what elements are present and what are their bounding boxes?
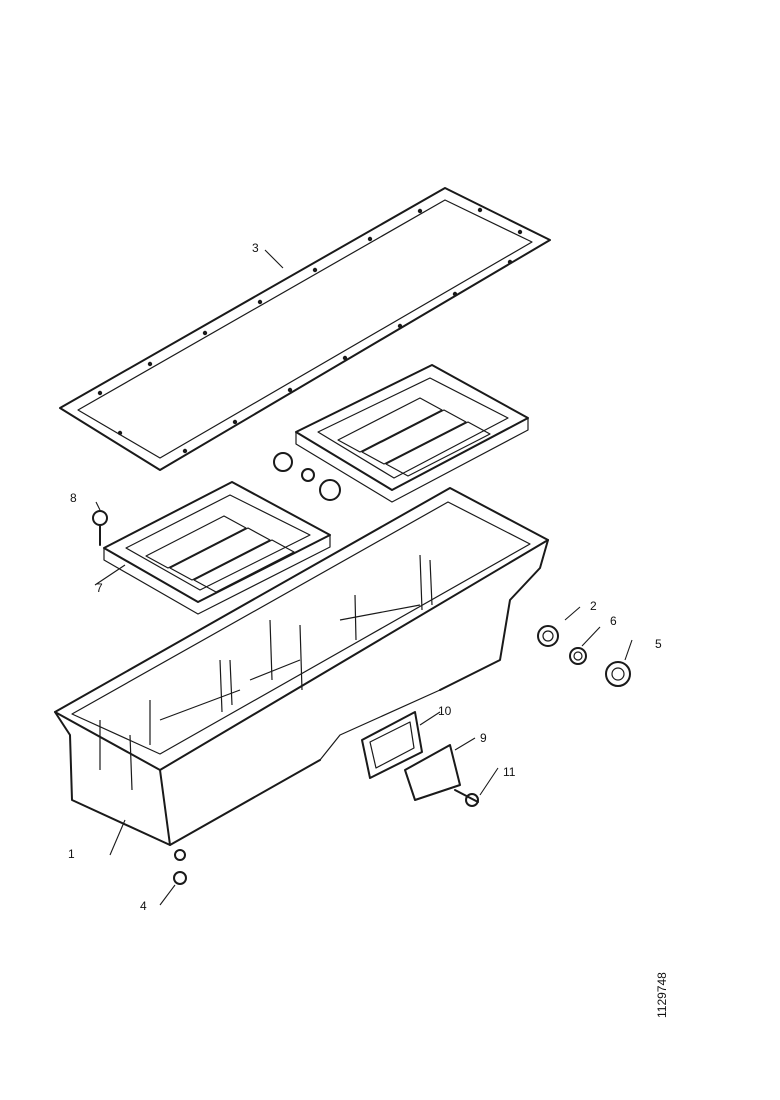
oil-pan-body xyxy=(54,487,549,846)
side-cover-plate xyxy=(404,744,461,801)
callout-8: 8 xyxy=(70,491,77,505)
cover-bolt xyxy=(454,789,479,807)
pan-gasket xyxy=(59,187,551,471)
callout-6: 6 xyxy=(610,614,617,628)
bottom-fittings xyxy=(173,849,187,885)
gasket-bolt-holes xyxy=(97,207,523,454)
callout-10: 10 xyxy=(438,704,452,718)
callout-2: 2 xyxy=(590,599,597,613)
drain-plug-group xyxy=(537,625,631,687)
callout-5: 5 xyxy=(655,637,662,651)
callout-11: 11 xyxy=(503,765,516,779)
side-cover-gasket xyxy=(361,711,423,779)
drawing-number: 1129748 xyxy=(655,972,669,1018)
callout-4: 4 xyxy=(140,899,147,913)
baffle-screw xyxy=(92,510,108,546)
baffle-plate-front xyxy=(103,481,331,615)
callout-1: 1 xyxy=(68,847,75,861)
filler-plug-group xyxy=(273,452,341,501)
callout-9: 9 xyxy=(480,731,487,745)
callout-7: 7 xyxy=(96,581,103,595)
leader-lines xyxy=(94,249,633,906)
callout-3: 3 xyxy=(252,241,259,255)
baffle-plate-rear xyxy=(295,364,529,503)
